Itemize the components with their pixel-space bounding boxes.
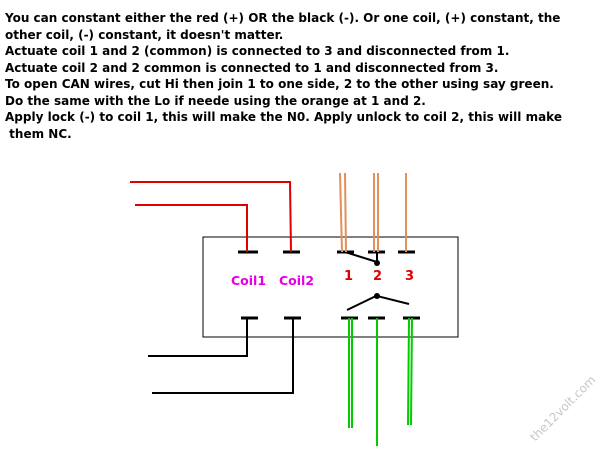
bottom-common-pivot xyxy=(374,293,380,299)
instruction-line-5: To open CAN wires, cut Hi then join 1 to… xyxy=(5,77,554,91)
red-wire-coil2 xyxy=(130,181,292,253)
bottom-switch-arm-3 xyxy=(376,295,410,305)
black-wire-coil2 xyxy=(152,318,294,394)
coil1-label: Coil1 xyxy=(231,273,266,288)
instruction-line-2: other coil, (-) constant, it doesn't mat… xyxy=(5,27,284,42)
orange-wire-1a xyxy=(339,172,343,253)
green-wire-3b xyxy=(410,317,413,426)
red-wire-coil1 xyxy=(135,204,248,252)
relay-body xyxy=(202,236,459,338)
instruction-line-8: them NC. xyxy=(5,126,72,141)
instructions-text: You can constant either the red (+) OR t… xyxy=(5,10,597,142)
instruction-line-4: Actuate coil 2 and 2 common is connected… xyxy=(5,60,499,75)
terminal-1-label: 1 xyxy=(344,269,353,284)
orange-wire-1b xyxy=(344,172,347,253)
instruction-line-6: Do the same with the Lo if neede using t… xyxy=(5,93,426,108)
top-switch-arm xyxy=(344,251,378,263)
green-wire-3a xyxy=(407,317,410,426)
coil2-label: Coil2 xyxy=(279,273,314,288)
top-common-pivot xyxy=(374,260,380,266)
instruction-line-1: You can constant either the red (+) OR t… xyxy=(5,11,561,25)
instruction-line-3: Actuate coil 1 and 2 (common) is connect… xyxy=(5,44,510,58)
terminal-2-label: 2 xyxy=(373,269,382,284)
instruction-line-7: Apply lock (-) to coil 1, this will make… xyxy=(5,110,562,124)
bottom-switch-arm xyxy=(346,295,377,311)
watermark-logo: the12volt.com xyxy=(527,373,598,444)
terminal-3-label: 3 xyxy=(405,269,414,284)
black-wire-coil1 xyxy=(148,318,248,357)
